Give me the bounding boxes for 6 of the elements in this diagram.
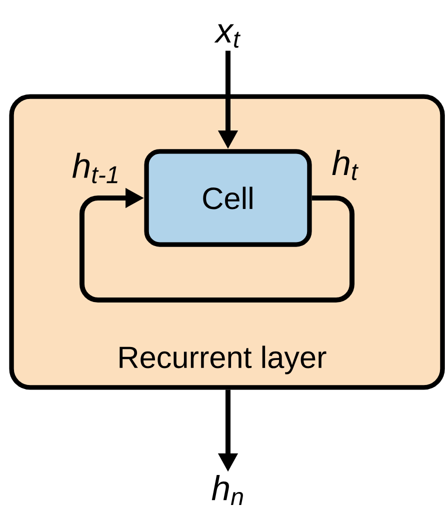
- variable-label: h$_{t-1}$: [72, 152, 118, 184]
- variable-label: h$_{n}$: [212, 474, 243, 506]
- variable-label: x$_{t}$: [214, 24, 241, 48]
- loop-arrow: [80, 188, 354, 302]
- variable-label: h$_{t}$: [332, 150, 359, 180]
- cell-box: Cell: [144, 149, 312, 247]
